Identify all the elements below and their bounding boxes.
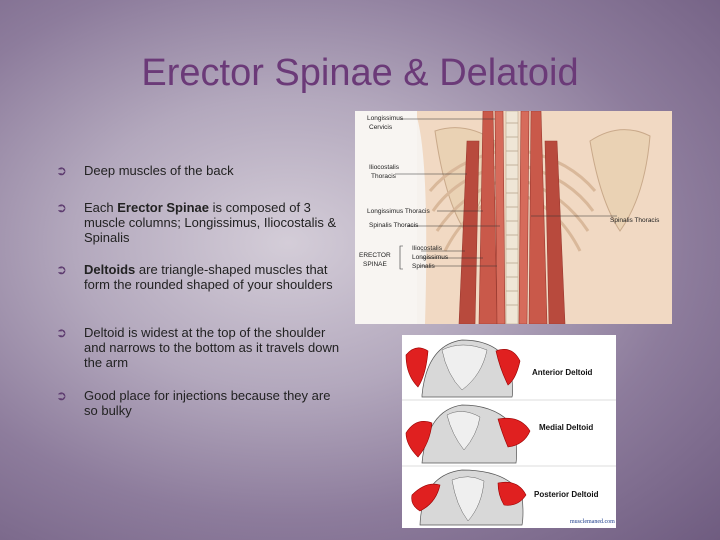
- label-medial-deltoid: Medial Deltoid: [539, 423, 593, 432]
- bullet-text-bold: Deltoids: [84, 262, 136, 277]
- bullet-item: ➲ Deltoids are triangle-shaped muscles t…: [56, 262, 346, 292]
- deltoid-illustration: Anterior Deltoid Medial Deltoid Posterio…: [402, 335, 616, 528]
- label-iliocostalis-thoracis: Iliocostalis: [369, 164, 400, 171]
- label-longissimus-thoracis: Longissimus Thoracis: [367, 208, 430, 215]
- bullet-text-post: is composed of 3 muscle columns; Longiss…: [84, 200, 337, 245]
- posterior-view: Posterior Deltoid musclemaned.com: [411, 469, 615, 526]
- label-spinae: SPINAE: [363, 261, 388, 268]
- label-spinalis-thoracis-left: Spinalis Thoracis: [369, 222, 419, 229]
- label-posterior-deltoid: Posterior Deltoid: [534, 490, 599, 499]
- bullet-item: ➲ Each Erector Spinae is composed of 3 m…: [56, 200, 346, 245]
- medial-view: Medial Deltoid: [405, 404, 593, 464]
- label-erector: ERECTOR: [359, 252, 391, 259]
- bullet-arrow-icon: ➲: [56, 388, 67, 403]
- bullet-arrow-icon: ➲: [56, 163, 67, 178]
- label-spinalis: Spinalis: [412, 263, 436, 270]
- label-spinalis-thoracis-right: Spinalis Thoracis: [610, 217, 660, 224]
- bullet-arrow-icon: ➲: [56, 262, 67, 277]
- erector-spinae-illustration: Longissimus Cervicis Iliocostalis Thorac…: [355, 111, 672, 324]
- bullet-text-bold: Erector Spinae: [117, 200, 210, 215]
- bullet-text: Deep muscles of the back: [84, 163, 234, 178]
- bullet-text-pre: Each: [84, 200, 118, 215]
- label-iliocostalis: Iliocostalis: [412, 245, 443, 252]
- watermark-text: musclemaned.com: [570, 519, 615, 525]
- back-anatomy-drawing: Longissimus Cervicis Iliocostalis Thorac…: [355, 111, 672, 324]
- label-thoracis: Thoracis: [371, 173, 397, 180]
- deltoid-views-drawing: Anterior Deltoid Medial Deltoid Posterio…: [402, 339, 616, 526]
- bullet-item: ➲ Good place for injections because they…: [56, 388, 346, 418]
- label-longissimus-cervicis: Longissimus: [367, 115, 404, 122]
- anterior-view: Anterior Deltoid: [405, 339, 593, 398]
- bullet-arrow-icon: ➲: [56, 325, 67, 340]
- bullet-arrow-icon: ➲: [56, 200, 67, 215]
- bullet-item: ➲ Deep muscles of the back: [56, 163, 234, 178]
- bullet-item: ➲ Deltoid is widest at the top of the sh…: [56, 325, 346, 370]
- label-cervicis: Cervicis: [369, 124, 393, 131]
- label-longissimus: Longissimus: [412, 254, 449, 261]
- slide-title: Erector Spinae & Delatoid: [141, 52, 579, 94]
- bullet-text: Deltoid is widest at the top of the shou…: [84, 325, 340, 370]
- bullet-text: Good place for injections because they a…: [84, 388, 331, 418]
- bullet-text-post: are triangle-shaped muscles that form th…: [84, 262, 333, 292]
- label-anterior-deltoid: Anterior Deltoid: [532, 368, 593, 377]
